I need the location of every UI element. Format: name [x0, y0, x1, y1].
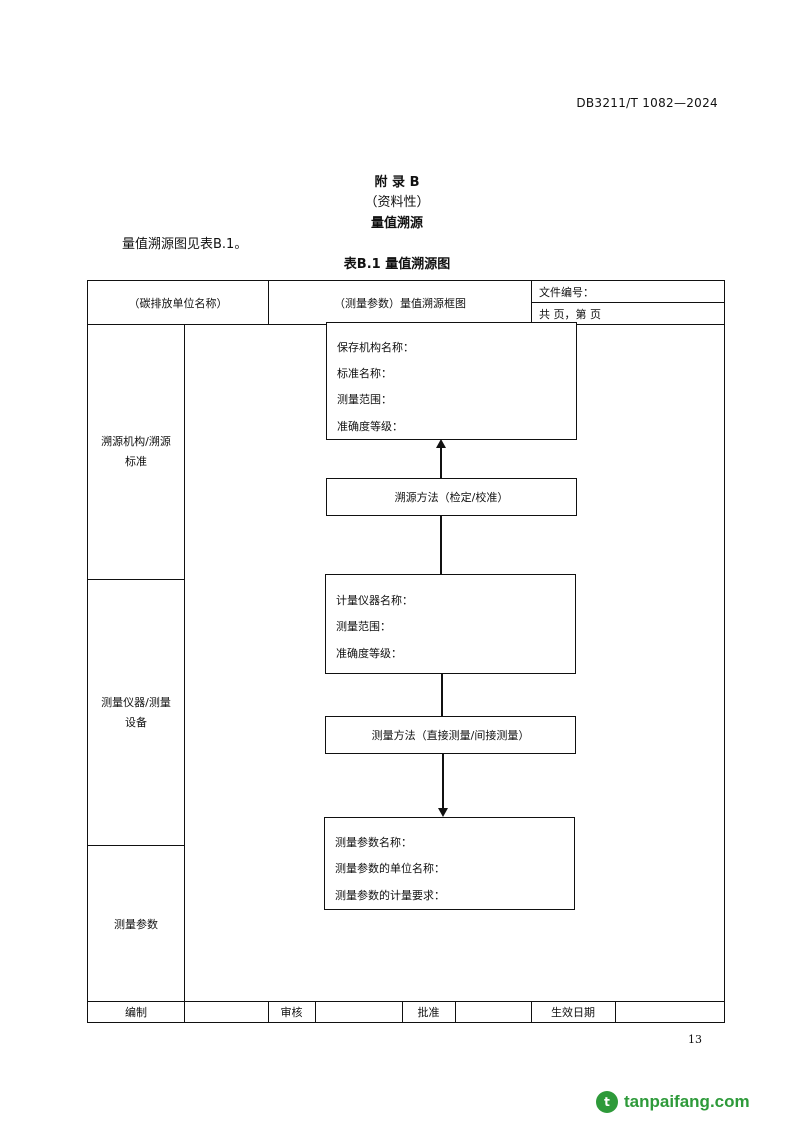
row-label-instrument: 测量仪器/测量 设备 — [101, 695, 171, 729]
traceability-method-box: 溯源方法（检定/校准） — [326, 478, 577, 516]
connector-line — [440, 447, 442, 479]
appendix-nature: （资料性） — [364, 195, 430, 210]
footer-divider-d — [455, 1001, 456, 1022]
label-col-divider — [184, 324, 186, 1022]
instrument-box: 计量仪器名称： 测量范围： 准确度等级： — [325, 574, 576, 674]
frame-title-cell: （测量参数）量值溯源框图 — [334, 296, 466, 310]
connector-line — [442, 754, 444, 810]
header-col-divider-1 — [268, 281, 270, 324]
connector-line — [440, 516, 442, 575]
unit-name-cell: （碳排放单位名称） — [128, 296, 228, 310]
box2-line: 测量范围： — [336, 620, 391, 633]
footer-divider-c — [402, 1001, 403, 1022]
watermark-text: tanpaifang.com — [624, 1092, 750, 1111]
watermark: t tanpaifang.com — [596, 1091, 750, 1113]
traceability-table: （碳排放单位名称） （测量参数）量值溯源框图 文件编号： 共 页，第 页 溯源机… — [87, 280, 725, 1023]
page-number: 13 — [688, 1033, 702, 1046]
footer-divider-f — [615, 1001, 616, 1022]
table-caption: 表B.1 量值溯源图 — [343, 257, 451, 272]
arrow-down-icon — [438, 808, 448, 817]
footer-divider — [88, 1001, 724, 1003]
footer-divider-a — [268, 1001, 269, 1022]
parameter-box: 测量参数名称： 测量参数的单位名称： 测量参数的计量要求： — [324, 817, 575, 910]
leaf-logo-icon: t — [596, 1091, 618, 1113]
appendix-subject: 量值溯源 — [370, 216, 423, 231]
page-count-cell: 共 页，第 页 — [539, 307, 601, 321]
footer-approve: 批准 — [417, 1006, 440, 1019]
row-label-traceability: 溯源机构/溯源 标准 — [101, 435, 171, 468]
box2-line: 准确度等级： — [336, 647, 402, 660]
row-divider-2 — [88, 845, 184, 847]
footer-effective-date: 生效日期 — [551, 1006, 595, 1019]
row-label-parameter: 测量参数 — [114, 917, 158, 931]
row-divider-1 — [88, 579, 184, 581]
footer-divider-b — [315, 1001, 316, 1022]
box3-line: 测量参数的计量要求： — [335, 889, 445, 902]
box1-line: 保存机构名称： — [337, 341, 414, 354]
box1-line: 标准名称： — [337, 367, 392, 380]
measurement-method-box: 测量方法（直接测量/间接测量） — [325, 716, 576, 754]
document-id: DB3211/T 1082—2024 — [576, 96, 718, 110]
box1-line: 测量范围： — [337, 393, 392, 406]
box3-line: 测量参数名称： — [335, 836, 412, 849]
footer-compile: 编制 — [125, 1006, 147, 1019]
traceability-standard-box: 保存机构名称： 标准名称： 测量范围： 准确度等级： — [326, 322, 577, 440]
box2-line: 计量仪器名称： — [336, 594, 413, 607]
arrow-up-icon — [436, 439, 446, 448]
intro-text: 量值溯源图见表B.1。 — [122, 237, 248, 252]
connector-line — [441, 674, 443, 717]
footer-review: 审核 — [280, 1006, 303, 1019]
file-cell-divider — [531, 302, 724, 303]
footer-divider-e — [531, 1001, 532, 1022]
appendix-title: 附 录 B — [374, 175, 420, 190]
file-number-cell: 文件编号： — [539, 285, 594, 299]
header-col-divider-2 — [531, 281, 533, 324]
box1-line: 准确度等级： — [337, 420, 403, 433]
box3-line: 测量参数的单位名称： — [335, 862, 445, 875]
